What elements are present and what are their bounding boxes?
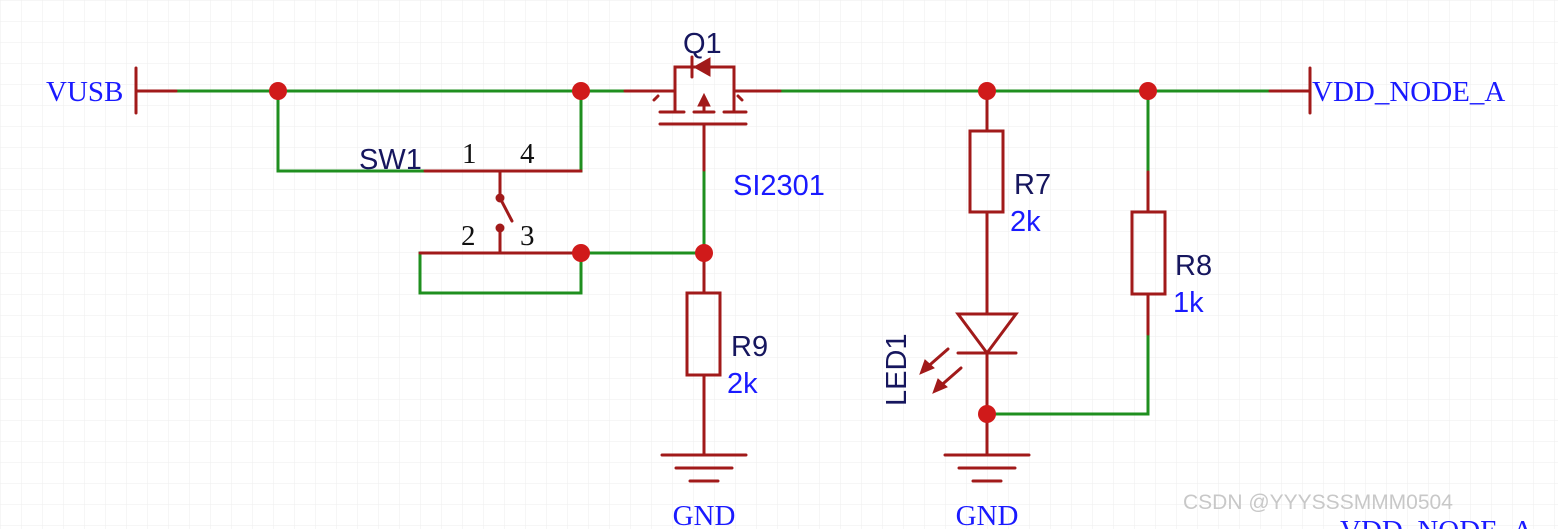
led1-diode-symbol [919, 312, 1019, 457]
q1-mosfet-symbol [623, 55, 782, 172]
junction-dot [695, 244, 713, 262]
watermark: CSDN @YYYSSSMMM0504 [1183, 491, 1453, 514]
wires [174, 89, 1272, 416]
sw1-pin2-label: 2 [461, 220, 476, 252]
net-label-gnd-right: GND [956, 500, 1019, 529]
gnd-left-symbol [660, 453, 748, 483]
sw1-switch-symbol [418, 169, 583, 255]
r7-value: 2k [1010, 206, 1041, 238]
r8-value: 1k [1173, 287, 1204, 319]
r7-ref: R7 [1014, 169, 1051, 201]
net-label-vusb: VUSB [46, 76, 123, 108]
junction-dot [269, 82, 287, 100]
q1-ref: Q1 [683, 28, 722, 60]
r8-ref: R8 [1175, 250, 1212, 282]
junctions [269, 82, 1157, 423]
wire-r8-to-led [985, 332, 1150, 416]
vdd-node-port [1268, 66, 1312, 115]
junction-dot [572, 82, 590, 100]
r9-ref: R9 [731, 331, 768, 363]
junction-dot [978, 82, 996, 100]
vusb-port [134, 66, 178, 115]
r9-value: 2k [727, 368, 758, 400]
net-label-gnd-left: GND [673, 500, 736, 529]
led1-ref: LED1 [881, 333, 913, 406]
q1-value: SI2301 [733, 170, 825, 202]
r8-resistor-symbol [1130, 170, 1167, 336]
gnd-right-symbol [943, 453, 1031, 483]
net-label-vdd-node-cut: VDD_NODE_A [1340, 515, 1533, 529]
r7-resistor-symbol [968, 89, 1005, 316]
sw1-pin4-label: 4 [520, 138, 535, 170]
junction-dot [572, 244, 590, 262]
net-label-vdd-node: VDD_NODE_A [1312, 76, 1505, 108]
wire-vusb-to-sw1-pin1 [276, 89, 427, 173]
wire-sw1-lower-loop [418, 251, 583, 295]
sw1-pin1-label: 1 [462, 138, 477, 170]
junction-dot [1139, 82, 1157, 100]
sw1-pin3-label: 3 [520, 220, 535, 252]
junction-dot [978, 405, 996, 423]
sw1-ref: SW1 [359, 144, 422, 176]
